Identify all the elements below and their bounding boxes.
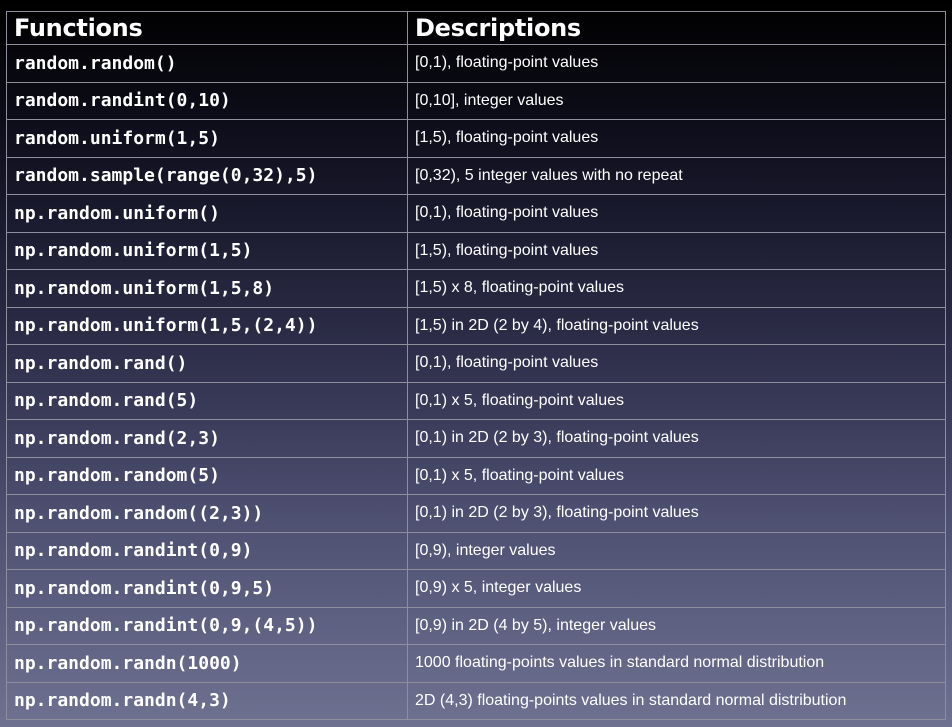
description-cell: [0,1), floating-point values bbox=[407, 44, 946, 83]
function-cell: np.random.randn(1000) bbox=[6, 644, 408, 683]
function-cell: np.random.random(5) bbox=[6, 456, 408, 495]
table-row: np.random.uniform(1,5,(2,4)) [1,5) in 2D… bbox=[6, 306, 946, 345]
function-cell: np.random.randint(0,9) bbox=[6, 531, 408, 570]
description-cell: [0,1) x 5, floating-point values bbox=[407, 456, 946, 495]
function-cell: np.random.rand() bbox=[6, 344, 408, 383]
function-cell: np.random.randint(0,9,(4,5)) bbox=[6, 606, 408, 645]
table-row: np.random.rand(2,3) [0,1) in 2D (2 by 3)… bbox=[6, 419, 946, 458]
table-header-row: Functions Descriptions bbox=[6, 11, 946, 45]
table-row: np.random.uniform(1,5) [1,5), floating-p… bbox=[6, 231, 946, 270]
description-cell: [0,1), floating-point values bbox=[407, 344, 946, 383]
function-cell: random.randint(0,10) bbox=[6, 81, 408, 120]
table-row: np.random.randint(0,9,(4,5)) [0,9) in 2D… bbox=[6, 606, 946, 645]
description-cell: [0,1) in 2D (2 by 3), floating-point val… bbox=[407, 494, 946, 533]
table-row: random.sample(range(0,32),5) [0,32), 5 i… bbox=[6, 156, 946, 195]
description-cell: [0,9) in 2D (4 by 5), integer values bbox=[407, 606, 946, 645]
table-row: random.uniform(1,5) [1,5), floating-poin… bbox=[6, 119, 946, 158]
function-cell: np.random.randn(4,3) bbox=[6, 681, 408, 720]
table-row: np.random.random(5) [0,1) x 5, floating-… bbox=[6, 456, 946, 495]
function-cell: np.random.uniform() bbox=[6, 194, 408, 233]
description-cell: [1,5) in 2D (2 by 4), floating-point val… bbox=[407, 306, 946, 345]
table-row: np.random.rand(5) [0,1) x 5, floating-po… bbox=[6, 381, 946, 420]
functions-table-container: Functions Descriptions random.random() [… bbox=[6, 11, 946, 720]
column-header-functions: Functions bbox=[6, 11, 408, 45]
description-cell: 1000 floating-points values in standard … bbox=[407, 644, 946, 683]
table-row: random.randint(0,10) [0,10], integer val… bbox=[6, 81, 946, 120]
table-row: random.random() [0,1), floating-point va… bbox=[6, 44, 946, 83]
function-cell: random.random() bbox=[6, 44, 408, 83]
function-cell: np.random.rand(5) bbox=[6, 381, 408, 420]
table-row: np.random.random((2,3)) [0,1) in 2D (2 b… bbox=[6, 494, 946, 533]
description-cell: [1,5) x 8, floating-point values bbox=[407, 269, 946, 308]
function-cell: random.uniform(1,5) bbox=[6, 119, 408, 158]
table-row: np.random.randn(1000) 1000 floating-poin… bbox=[6, 644, 946, 683]
function-cell: np.random.randint(0,9,5) bbox=[6, 569, 408, 608]
function-cell: np.random.uniform(1,5,8) bbox=[6, 269, 408, 308]
function-cell: np.random.uniform(1,5) bbox=[6, 231, 408, 270]
function-cell: random.sample(range(0,32),5) bbox=[6, 156, 408, 195]
description-cell: [1,5), floating-point values bbox=[407, 119, 946, 158]
description-cell: [1,5), floating-point values bbox=[407, 231, 946, 270]
description-cell: 2D (4,3) floating-points values in stand… bbox=[407, 681, 946, 720]
table-row: np.random.randn(4,3) 2D (4,3) floating-p… bbox=[6, 681, 946, 720]
table-row: np.random.rand() [0,1), floating-point v… bbox=[6, 344, 946, 383]
description-cell: [0,32), 5 integer values with no repeat bbox=[407, 156, 946, 195]
description-cell: [0,1), floating-point values bbox=[407, 194, 946, 233]
function-cell: np.random.random((2,3)) bbox=[6, 494, 408, 533]
description-cell: [0,9) x 5, integer values bbox=[407, 569, 946, 608]
function-cell: np.random.uniform(1,5,(2,4)) bbox=[6, 306, 408, 345]
description-cell: [0,1) in 2D (2 by 3), floating-point val… bbox=[407, 419, 946, 458]
table-row: np.random.randint(0,9,5) [0,9) x 5, inte… bbox=[6, 569, 946, 608]
table-row: np.random.uniform() [0,1), floating-poin… bbox=[6, 194, 946, 233]
description-cell: [0,9), integer values bbox=[407, 531, 946, 570]
description-cell: [0,10], integer values bbox=[407, 81, 946, 120]
function-cell: np.random.rand(2,3) bbox=[6, 419, 408, 458]
table-row: np.random.randint(0,9) [0,9), integer va… bbox=[6, 531, 946, 570]
table-row: np.random.uniform(1,5,8) [1,5) x 8, floa… bbox=[6, 269, 946, 308]
functions-table: Functions Descriptions random.random() [… bbox=[6, 11, 946, 720]
column-header-descriptions: Descriptions bbox=[407, 11, 946, 45]
description-cell: [0,1) x 5, floating-point values bbox=[407, 381, 946, 420]
